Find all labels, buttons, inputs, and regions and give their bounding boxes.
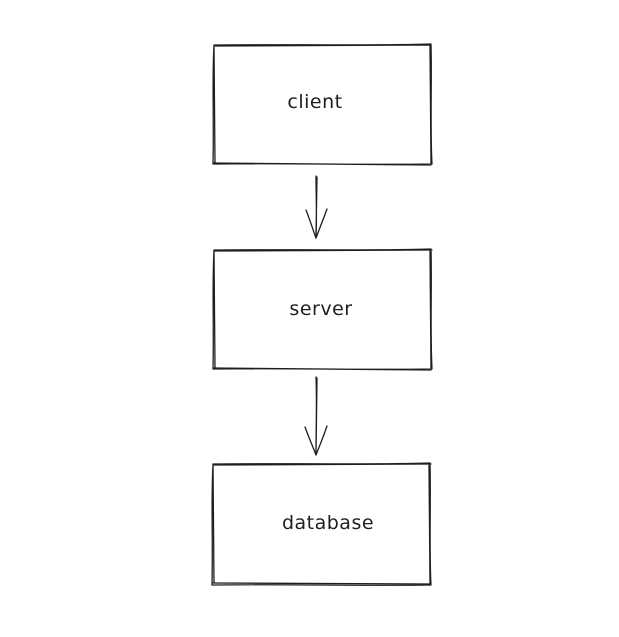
edge-client-server-line: [315, 175, 318, 239]
node-server-label: server: [289, 298, 352, 320]
node-client-label: client: [287, 91, 342, 113]
node-client-border: [212, 43, 433, 166]
node-database[interactable]: database: [211, 462, 432, 586]
node-database-border: [211, 462, 432, 586]
node-server[interactable]: server: [212, 248, 433, 371]
edge-client-server: [305, 175, 328, 239]
edge-client-server-arrowhead: [305, 208, 328, 239]
node-server-border: [212, 248, 433, 371]
edge-server-database: [304, 376, 328, 456]
edge-server-database-line: [315, 376, 318, 456]
node-client[interactable]: client: [212, 43, 433, 166]
node-database-label: database: [282, 512, 374, 534]
edge-server-database-arrowhead: [304, 425, 328, 456]
